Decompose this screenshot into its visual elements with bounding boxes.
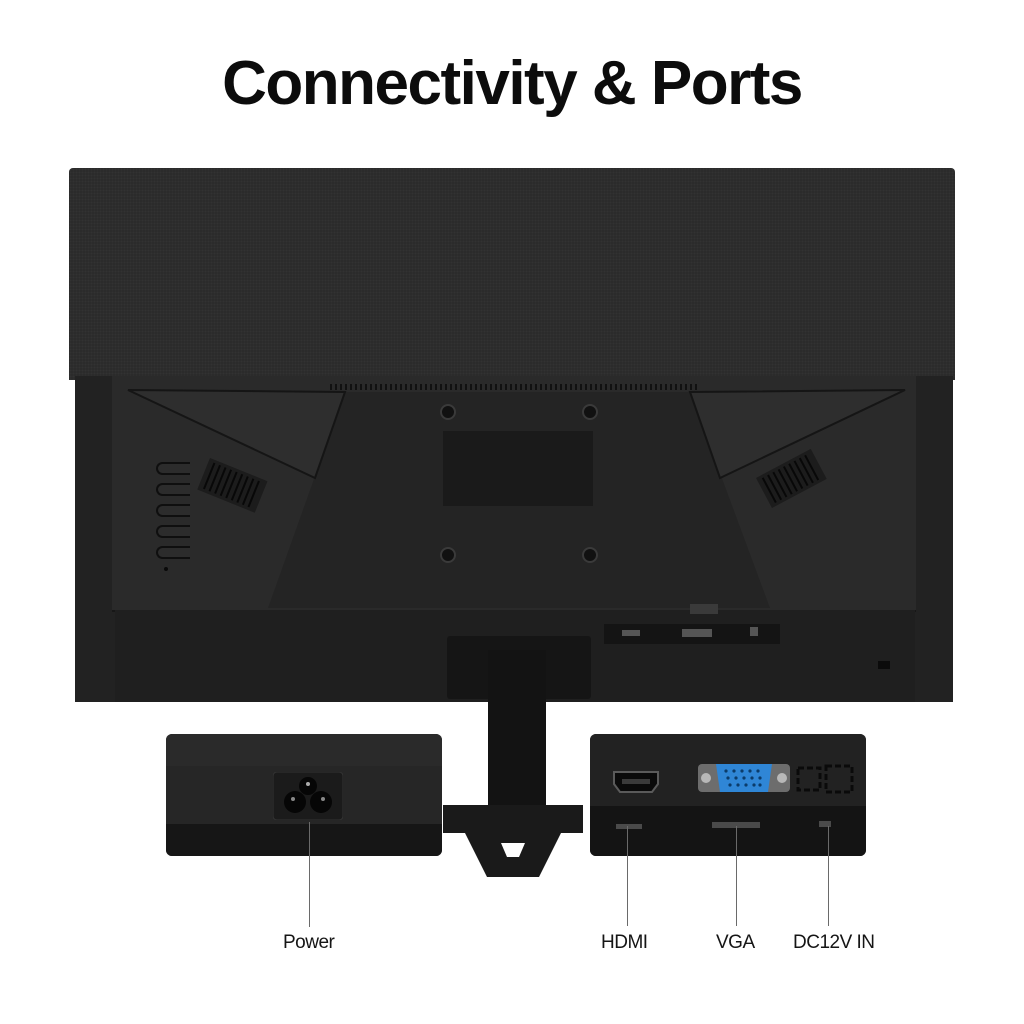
dc-port-mini-icon (750, 627, 758, 636)
power-led-icon (164, 567, 168, 571)
power-label: Power (283, 932, 335, 953)
osd-button-column (156, 462, 190, 571)
osd-button-5[interactable] (156, 546, 190, 559)
page-title: Connectivity & Ports (222, 49, 803, 118)
vesa-screw-icon (440, 547, 456, 563)
dc-callout-line (828, 826, 829, 926)
vga-callout-line (736, 826, 737, 926)
vesa-screw-icon (582, 404, 598, 420)
io-port-strip (604, 624, 780, 644)
vga-label: VGA (716, 932, 755, 953)
osd-button-3[interactable] (156, 504, 190, 517)
vga-label-icon (712, 822, 760, 828)
hdmi-label: HDMI (601, 932, 648, 953)
top-vent-icon (330, 384, 700, 390)
right-speaker-grille-icon (756, 448, 827, 509)
hdmi-port-mini-icon (622, 630, 640, 636)
hdmi-port-icon (613, 771, 659, 793)
dc-label-icon (819, 821, 831, 827)
osd-button-2[interactable] (156, 483, 190, 496)
osd-button-1[interactable] (156, 462, 190, 475)
hdmi-label-icon (616, 824, 642, 829)
power-inset (166, 734, 442, 856)
vga-port-icon (698, 764, 790, 792)
stand-base (443, 805, 583, 877)
monitor-rear-upper-shell (69, 168, 955, 380)
vesa-label-plate (443, 431, 593, 506)
io-ports-inset (590, 734, 866, 856)
vesa-screw-icon (440, 404, 456, 420)
ac-power-socket-icon (273, 772, 343, 820)
hdmi-callout-line (627, 826, 628, 926)
power-callout-line (309, 822, 310, 927)
dc12v-label: DC12V IN (793, 932, 875, 953)
kensington-lock-icon (878, 661, 890, 669)
left-speaker-grille-icon (197, 458, 268, 513)
dc-jack-icon (796, 764, 854, 794)
stand-neck (488, 650, 546, 810)
vesa-screw-icon (582, 547, 598, 563)
vga-port-mini-icon (682, 629, 712, 637)
osd-button-4[interactable] (156, 525, 190, 538)
